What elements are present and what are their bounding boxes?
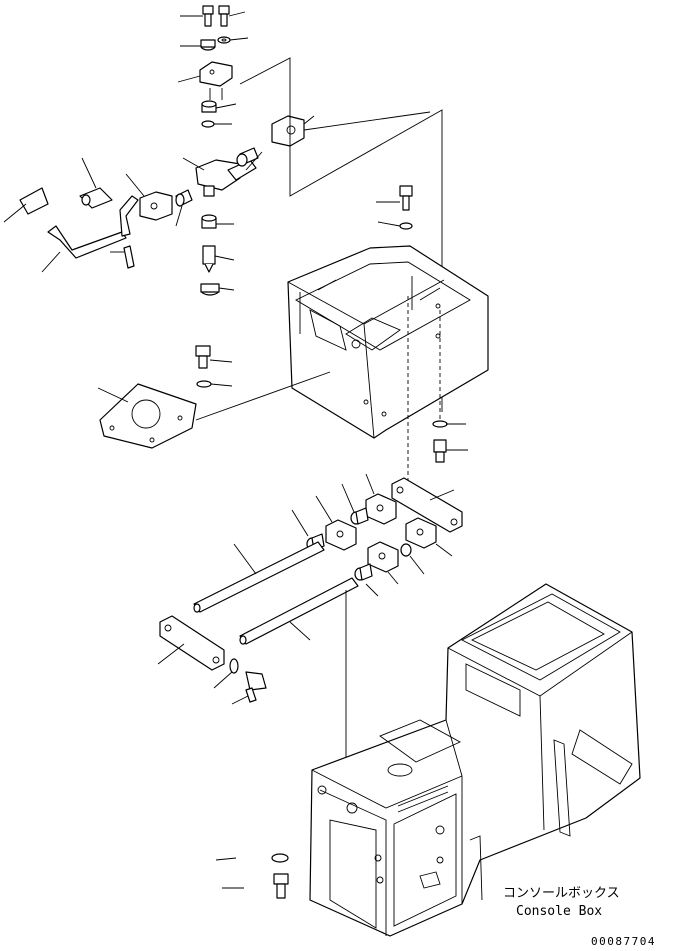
clamp-bushing bbox=[175, 189, 193, 207]
stack-washer-1 bbox=[201, 120, 215, 128]
base-bolt bbox=[273, 873, 289, 899]
bushing-a bbox=[350, 507, 369, 525]
hub-bushing bbox=[236, 147, 259, 167]
block-b bbox=[325, 519, 357, 551]
side-bolt bbox=[433, 439, 447, 463]
top-washer bbox=[217, 36, 231, 44]
mounting-plate bbox=[99, 383, 197, 449]
plate-bolt bbox=[195, 345, 211, 369]
top-bolt-right bbox=[218, 5, 230, 27]
long-bracket-upper bbox=[391, 477, 463, 533]
plate-washer bbox=[196, 380, 212, 388]
stack-nut-1 bbox=[201, 100, 217, 113]
shaft-lower bbox=[239, 577, 359, 645]
grease-nipple bbox=[202, 245, 216, 273]
shaft-upper bbox=[193, 541, 325, 613]
long-bracket-lower bbox=[159, 615, 225, 671]
block-d bbox=[367, 541, 399, 573]
lever-pin bbox=[123, 245, 135, 269]
console-box-label-en: Console Box bbox=[516, 904, 602, 919]
sheet-number: 00087704 bbox=[591, 935, 656, 948]
lower-bolt bbox=[245, 671, 267, 703]
lever-rod bbox=[47, 195, 139, 259]
top-nut bbox=[200, 39, 216, 51]
box-washer bbox=[399, 222, 413, 230]
console-box-label-jp: コンソールボックス bbox=[503, 886, 620, 901]
lower-washer bbox=[229, 658, 239, 674]
lever-spring bbox=[79, 187, 113, 209]
upper-console-box bbox=[287, 245, 489, 439]
clamp-block bbox=[139, 191, 173, 221]
block-a bbox=[365, 493, 397, 525]
block-c bbox=[405, 517, 437, 549]
box-bolt bbox=[399, 185, 413, 211]
lower-console-box bbox=[309, 583, 641, 937]
stack-nut-2 bbox=[201, 214, 217, 229]
lever-knob bbox=[19, 187, 49, 215]
bracket-plate bbox=[199, 61, 233, 87]
link-block bbox=[271, 115, 305, 147]
base-washer bbox=[271, 853, 289, 863]
bushing-d bbox=[354, 563, 373, 581]
lever-hub bbox=[195, 159, 257, 197]
side-washer bbox=[432, 420, 448, 428]
bushing-c bbox=[400, 543, 412, 557]
stack-nut-3 bbox=[200, 283, 220, 296]
top-bolt-left bbox=[202, 5, 214, 27]
